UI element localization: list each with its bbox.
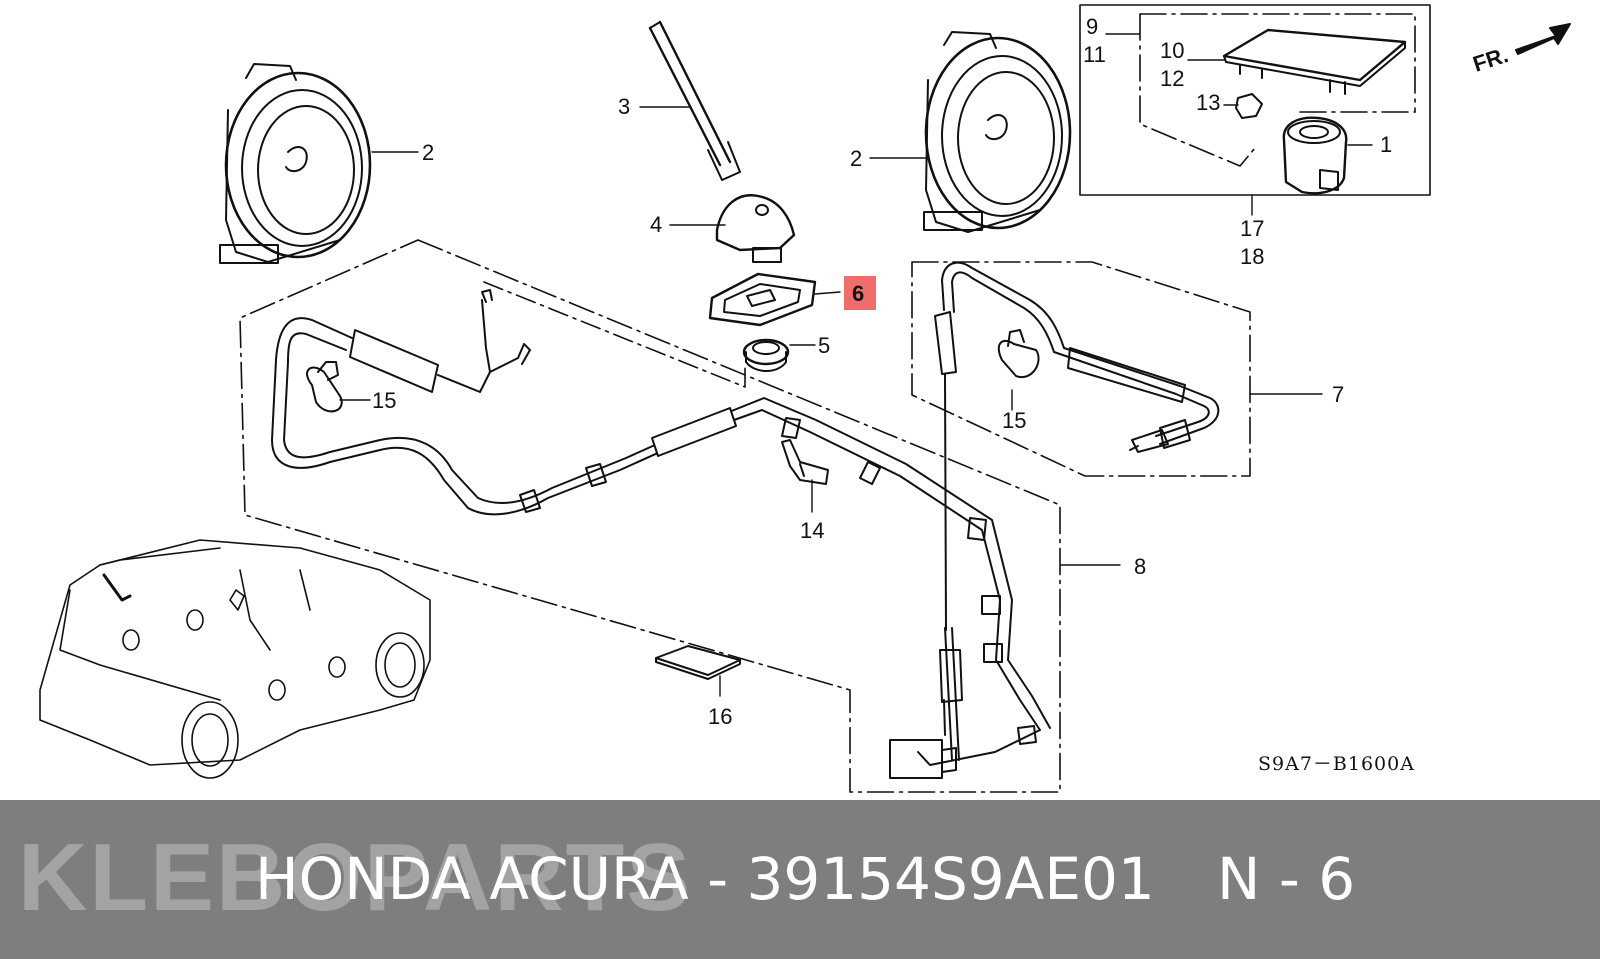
callout-4: 4 (650, 212, 662, 237)
callout-2-left: 2 (422, 140, 434, 165)
callout-15-right: 15 (1002, 408, 1026, 433)
callout-6: 6 (852, 281, 864, 306)
cable-ties (519, 417, 1037, 745)
antenna-feeder-cable (271, 289, 1186, 779)
callout-12: 12 (1160, 66, 1184, 91)
pad-16 (655, 645, 741, 680)
callout-16: 16 (708, 704, 732, 729)
sub-cable-7 (934, 261, 1220, 631)
assembly-outline-7 (911, 261, 1251, 477)
callout-1: 1 (1380, 132, 1392, 157)
part-title: HONDA ACURA - 39154S9AE01 (255, 845, 1155, 913)
callout-7: 7 (1332, 382, 1344, 407)
assembly-outline-8 (239, 239, 1061, 793)
diagram-code: S9A7－B1600A (1258, 753, 1415, 775)
callout-17: 17 (1240, 216, 1264, 241)
speaker-left (219, 63, 372, 264)
callout-13: 13 (1196, 90, 1220, 115)
callout-15-left: 15 (372, 388, 396, 413)
callout-3: 3 (618, 94, 630, 119)
front-indicator: FR. (1470, 42, 1511, 77)
callout-9: 9 (1086, 14, 1098, 39)
front-arrow-icon (1515, 23, 1571, 55)
leader-lines (339, 33, 1373, 697)
speaker-right (923, 31, 1072, 233)
clip-14 (781, 439, 829, 485)
cover-10-12 (1222, 28, 1407, 95)
tweeter-1 (1282, 116, 1348, 195)
part-page: N - 6 (1217, 845, 1356, 913)
grommet (742, 338, 790, 372)
clip-15-right (997, 329, 1040, 379)
callout-18: 18 (1240, 244, 1264, 269)
callout-10: 10 (1160, 38, 1184, 63)
highlight-badge (844, 276, 876, 310)
antenna-gasket (708, 272, 817, 327)
callout-2-right: 2 (850, 146, 862, 171)
callout-5: 5 (818, 333, 830, 358)
vehicle-silhouette (39, 539, 431, 779)
assembly-outline-17-18 (1079, 4, 1431, 196)
clip-15-left (306, 361, 343, 413)
antenna-base (715, 194, 796, 263)
callout-8: 8 (1134, 554, 1146, 579)
footer-bar: KLEBOPARTS HONDA ACURA - 39154S9AE01 N -… (0, 800, 1600, 959)
callout-14: 14 (800, 518, 824, 543)
callout-numbers: 1 2 2 3 4 5 6 7 8 9 10 11 12 13 14 15 15… (372, 14, 1392, 729)
antenna-mast (648, 20, 741, 181)
parts-diagram: 1 2 2 3 4 5 6 7 8 9 10 11 12 13 14 15 15… (39, 4, 1571, 793)
clip-13 (1235, 93, 1263, 119)
callout-11: 11 (1083, 42, 1106, 67)
bracket-5-6 (483, 281, 746, 388)
watermark: KLEBOPARTS (18, 824, 693, 931)
